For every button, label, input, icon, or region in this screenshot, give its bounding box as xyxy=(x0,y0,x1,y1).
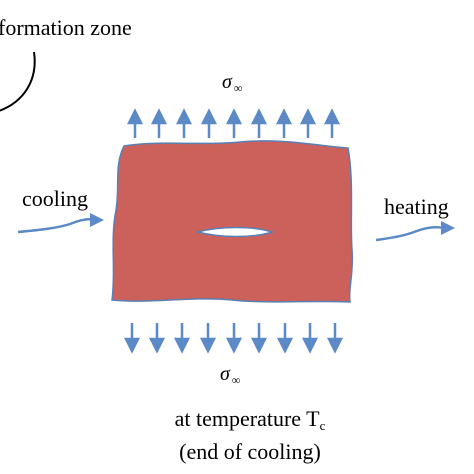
caption-line-2: (end of cooling) xyxy=(179,439,321,464)
top-arrow xyxy=(250,108,268,138)
bottom-arrow xyxy=(276,323,294,354)
cooling-label: cooling xyxy=(22,186,88,211)
sigma-symbol: σ xyxy=(220,363,230,385)
bottom-stress-arrows xyxy=(123,323,344,354)
heating-arrow xyxy=(375,221,455,242)
top-arrow xyxy=(175,108,193,138)
sigma-infinity-bottom: σ∞ xyxy=(220,364,240,386)
bottom-arrow xyxy=(301,323,319,354)
bottom-arrow xyxy=(199,323,217,354)
sigma-subscript: ∞ xyxy=(233,81,243,95)
bottom-arrow xyxy=(173,323,191,354)
heating-label: heating xyxy=(384,194,449,219)
top-stress-arrows xyxy=(126,108,341,138)
process-zone-arc xyxy=(0,51,36,112)
caption-temperature-subscript: c xyxy=(319,418,326,433)
top-arrow xyxy=(150,108,168,138)
crack xyxy=(195,226,275,238)
caption-temperature: at temperature T xyxy=(174,406,320,431)
bottom-arrow xyxy=(123,323,141,354)
caption-line-1: at temperature Tc xyxy=(150,406,350,439)
caption: at temperature Tc (end of cooling) xyxy=(150,406,350,465)
bottom-arrow xyxy=(148,323,166,354)
top-arrow xyxy=(126,108,144,138)
bottom-arrow xyxy=(250,323,268,354)
top-arrow xyxy=(200,108,218,138)
bottom-arrow xyxy=(326,323,344,354)
bottom-arrow xyxy=(225,323,243,354)
formation-zone-label: formation zone xyxy=(0,15,132,40)
top-arrow xyxy=(225,108,243,138)
top-arrow xyxy=(275,108,293,138)
sigma-infinity-top: σ∞ xyxy=(222,72,242,94)
sigma-subscript: ∞ xyxy=(231,373,241,387)
plate xyxy=(111,140,354,303)
top-arrow xyxy=(323,108,341,138)
top-arrow xyxy=(299,108,317,138)
sigma-symbol: σ xyxy=(222,71,232,93)
cooling-arrow xyxy=(17,213,104,234)
